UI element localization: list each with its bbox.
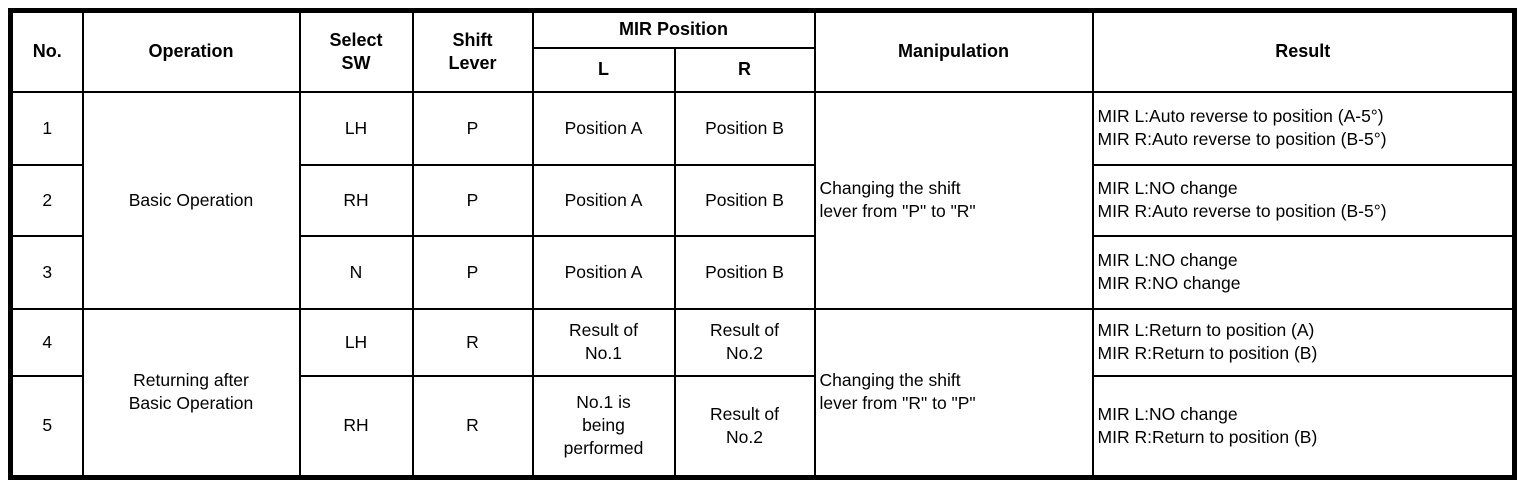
result-cell: MIR L:Return to position (A) MIR R:Retur… [1091,307,1516,377]
no-cell: 3 [9,234,84,310]
header-no: No. [9,9,84,93]
select-sw-cell: LH [298,90,414,166]
mir-l-cell: No.1 is being performed [531,374,676,479]
mir-operation-table: No. Operation Select SW Shift Lever MIR … [8,8,1517,480]
no-cell: 5 [9,374,84,479]
table-row-4: 4 Returning after Basic Operation LH R R… [9,307,1516,479]
operation-group-returning: Returning after Basic Operation [81,307,301,479]
shift-lever-cell: P [411,234,534,310]
header-select-sw: Select SW [298,9,414,93]
table-row-1: 1 Basic Operation LH P Position A Positi… [9,90,1516,310]
select-sw-cell: N [298,234,414,310]
mir-l-cell: Position A [531,163,676,237]
header-operation: Operation [81,9,301,93]
mir-r-cell: Result of No.2 [673,307,816,377]
header-row-1: No. Operation Select SW Shift Lever MIR … [9,9,1516,93]
manipulation-group-r-to-p: Changing the shift lever from "R" to "P" [813,307,1094,479]
manipulation-group-p-to-r: Changing the shift lever from "P" to "R" [813,90,1094,310]
result-cell: MIR L:Auto reverse to position (A-5°) MI… [1091,90,1516,166]
shift-lever-cell: P [411,163,534,237]
mir-r-cell: Result of No.2 [673,374,816,479]
no-cell: 1 [9,90,84,166]
select-sw-cell: LH [298,307,414,377]
header-manipulation: Manipulation [813,9,1094,93]
header-mir-l: L [531,46,676,93]
result-cell: MIR L:NO change MIR R:NO change [1091,234,1516,310]
mir-r-cell: Position B [673,90,816,166]
select-sw-cell: RH [298,374,414,479]
no-cell: 2 [9,163,84,237]
shift-lever-cell: P [411,90,534,166]
table-row-2: 2 RH P Position A Position B MIR L:NO ch… [9,163,1516,237]
mir-l-cell: Result of No.1 [531,307,676,377]
header-result: Result [1091,9,1516,93]
select-sw-cell: RH [298,163,414,237]
table-row-5: 5 RH R No.1 is being performed Result of… [9,374,1516,479]
mir-l-cell: Position A [531,234,676,310]
header-row-2: L R [11,46,1515,93]
no-cell: 4 [9,307,84,377]
header-mir-position: MIR Position [531,9,816,49]
mir-r-cell: Position B [673,163,816,237]
mir-r-cell: Position B [673,234,816,310]
header-shift-lever: Shift Lever [411,9,534,93]
result-cell: MIR L:NO change MIR R:Auto reverse to po… [1091,163,1516,237]
shift-lever-cell: R [411,374,534,479]
mir-l-cell: Position A [531,90,676,166]
operation-group-basic: Basic Operation [81,90,301,310]
shift-lever-cell: R [411,307,534,377]
header-mir-r: R [673,46,816,93]
table-row-3: 3 N P Position A Position B MIR L:NO cha… [9,234,1516,310]
result-cell: MIR L:NO change MIR R:Return to position… [1091,374,1516,479]
